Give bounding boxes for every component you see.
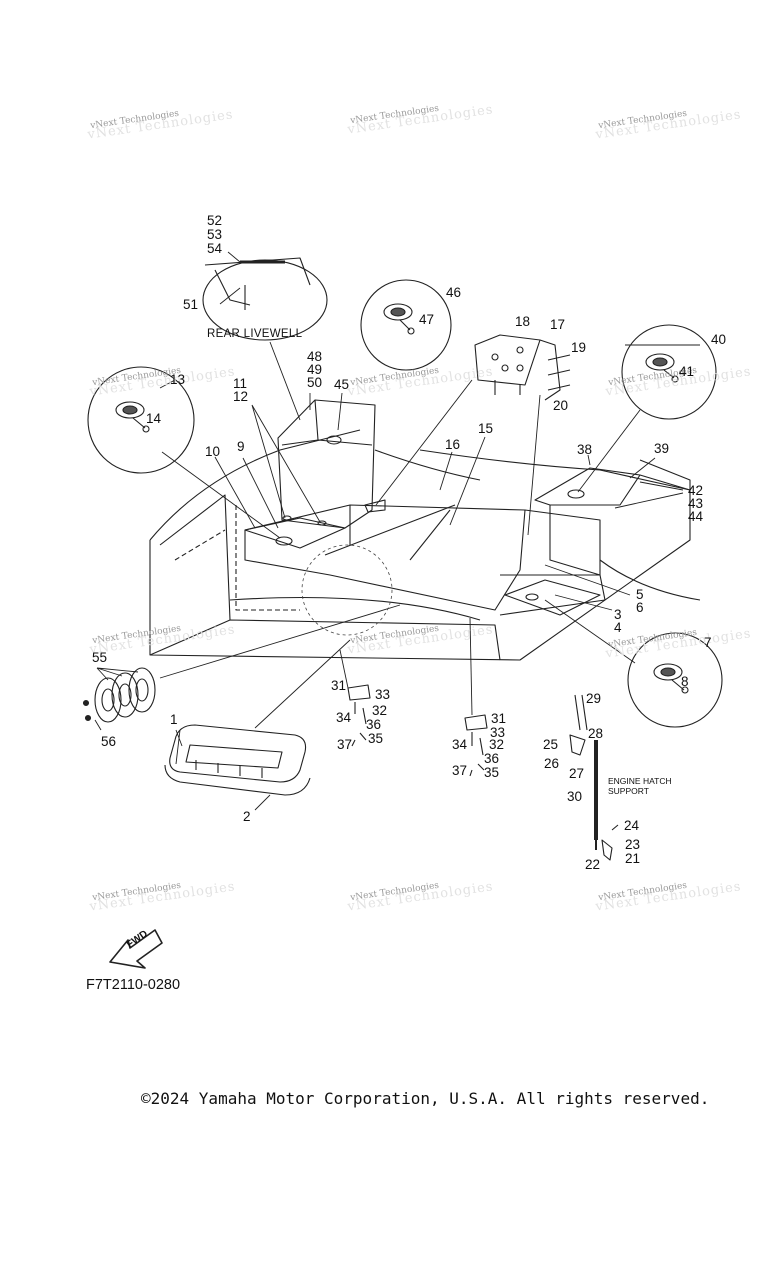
rear-livewell-caption: REAR LIVEWELL <box>207 328 303 340</box>
part-label-51: 51 <box>183 297 199 312</box>
part-label-19: 19 <box>571 340 587 355</box>
part-label-2: 2 <box>243 809 251 824</box>
latch-assembly-right <box>464 714 488 777</box>
latch-detail-8 <box>653 663 689 694</box>
part-label-16: 16 <box>445 437 461 452</box>
fwd-arrow <box>109 929 163 969</box>
figure-code: F7T2110-0280 <box>86 977 181 993</box>
part-label-9: 9 <box>237 439 245 454</box>
latch-detail-14 <box>115 401 150 433</box>
part-label-3: 3 <box>614 607 622 622</box>
part-label-52: 52 <box>207 213 223 228</box>
right-hatch <box>504 467 691 616</box>
part-label-8: 8 <box>681 674 689 689</box>
part-label-44: 44 <box>688 509 704 524</box>
detail-circle-14 <box>87 366 195 474</box>
part-label-37: 37 <box>337 737 353 752</box>
latch-detail-41 <box>645 353 679 383</box>
part-label-56: 56 <box>101 734 117 749</box>
flange-rings-55 <box>82 667 156 723</box>
part-label-49: 49 <box>307 362 323 377</box>
detail-circle-8 <box>627 632 723 728</box>
part-label-42: 42 <box>688 483 704 498</box>
engine-hatch-caption-line2: SUPPORT <box>608 786 649 796</box>
part-label-10: 10 <box>205 444 221 459</box>
hatch-support-strut <box>569 694 619 861</box>
detail-circle-41 <box>621 324 717 420</box>
part-label-46: 46 <box>446 285 462 300</box>
part-label-18: 18 <box>515 314 531 329</box>
part-label-23: 23 <box>625 837 641 852</box>
part-label-35: 35 <box>368 731 384 746</box>
part-label-36b: 36 <box>484 751 500 766</box>
part-label-41: 41 <box>679 364 695 379</box>
part-label-33: 33 <box>375 687 391 702</box>
part-label-7: 7 <box>704 635 712 650</box>
part-label-15: 15 <box>478 421 494 436</box>
part-label-40: 40 <box>711 332 727 347</box>
part-label-34: 34 <box>336 710 352 725</box>
part-label-36: 36 <box>366 717 382 732</box>
part-label-4: 4 <box>614 620 622 635</box>
part-label-39: 39 <box>654 441 670 456</box>
engine-hatch-support-caption: ENGINE HATCH SUPPORT <box>608 776 672 796</box>
hatch-cover-1 <box>164 724 311 796</box>
part-label-28: 28 <box>588 726 604 741</box>
part-label-54: 54 <box>207 241 223 256</box>
part-label-43: 43 <box>688 496 704 511</box>
part-label-13: 13 <box>170 372 186 387</box>
engine-hatch-caption-line1: ENGINE HATCH <box>608 776 672 786</box>
part-label-27: 27 <box>569 766 585 781</box>
part-label-26: 26 <box>544 756 560 771</box>
part-label-1: 1 <box>170 712 178 727</box>
hinge-plate <box>474 334 571 401</box>
part-label-11: 11 <box>233 376 248 391</box>
part-label-22: 22 <box>585 857 601 872</box>
part-label-31: 31 <box>331 678 347 693</box>
part-label-34b: 34 <box>452 737 468 752</box>
part-label-47: 47 <box>419 312 435 327</box>
part-label-5: 5 <box>636 587 644 602</box>
part-label-38: 38 <box>577 442 593 457</box>
part-label-24: 24 <box>624 818 640 833</box>
copyright-notice: ©2024 Yamaha Motor Corporation, U.S.A. A… <box>141 1089 710 1108</box>
part-label-32: 32 <box>372 703 388 718</box>
detail-circle-47 <box>360 279 452 371</box>
part-label-14: 14 <box>146 411 162 426</box>
part-label-48: 48 <box>307 349 323 364</box>
part-label-53: 53 <box>207 227 223 242</box>
zoom-circle-dashed <box>301 544 393 636</box>
part-label-45: 45 <box>334 377 350 392</box>
part-label-12: 12 <box>233 389 249 404</box>
part-label-30: 30 <box>567 789 583 804</box>
part-label-55: 55 <box>92 650 108 665</box>
part-label-32b: 32 <box>489 737 505 752</box>
part-label-35b: 35 <box>484 765 500 780</box>
part-label-17: 17 <box>550 317 566 332</box>
rear-livewell-box <box>277 399 376 529</box>
latch-assembly-left <box>347 684 371 747</box>
part-label-21: 21 <box>625 851 641 866</box>
left-hatch <box>244 515 346 549</box>
part-label-6: 6 <box>636 600 644 615</box>
part-label-20: 20 <box>553 398 569 413</box>
part-label-25: 25 <box>543 737 559 752</box>
part-label-50: 50 <box>307 375 323 390</box>
detail-ellipse-livewell <box>202 259 328 341</box>
part-label-29: 29 <box>586 691 602 706</box>
livewell-detail-lines <box>204 257 311 310</box>
part-label-31b: 31 <box>491 711 507 726</box>
part-label-37b: 37 <box>452 763 468 778</box>
latch-detail-47 <box>383 303 415 335</box>
leader-lines <box>94 251 700 811</box>
part-label-33b: 33 <box>490 725 506 740</box>
